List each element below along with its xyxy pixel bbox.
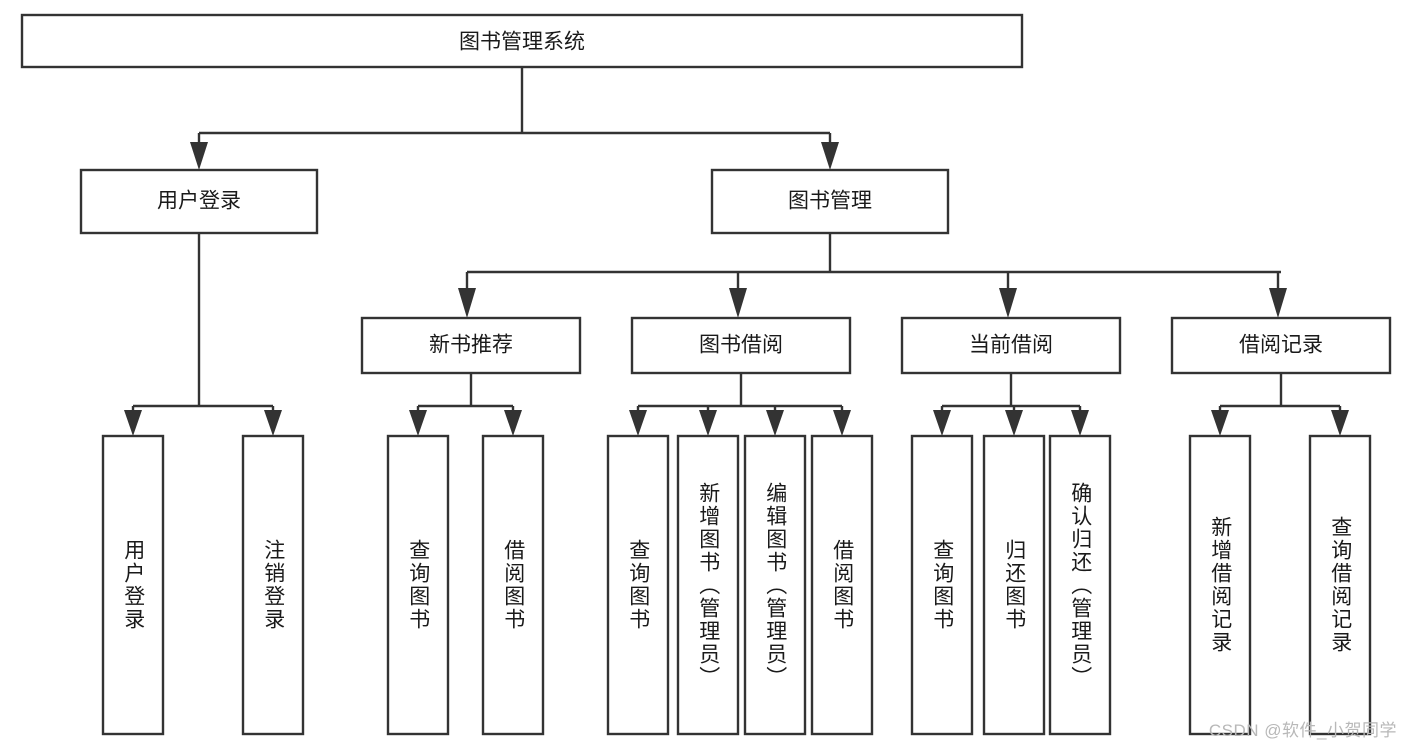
connector-group-current-borrow <box>933 373 1089 436</box>
node-new-book-recommend-box[interactable] <box>360 316 582 375</box>
connector-group-book-mgmt <box>458 233 1287 318</box>
leaf-box-borrow-book-1[interactable] <box>481 434 545 736</box>
node-borrow-record[interactable]: 借阅记录 <box>1170 316 1392 375</box>
leaf-box-query-book-2[interactable] <box>606 434 670 736</box>
node-new-book-recommend-label: 新书推荐 <box>429 334 513 357</box>
node-root-box[interactable] <box>20 13 1024 69</box>
arrow-head-new-book-rec <box>458 288 476 318</box>
node-book-management[interactable]: 图书管理 <box>710 168 950 235</box>
node-current-borrow[interactable]: 当前借阅 <box>900 316 1122 375</box>
arrow-head-user-login <box>190 142 208 170</box>
arrow-head-leaf-borrow-book-1 <box>504 410 522 436</box>
connector-group-new-book-rec <box>409 373 522 436</box>
node-user-login-label: 用户登录 <box>157 190 241 213</box>
arrow-head-book-borrow <box>729 288 747 318</box>
arrow-head-leaf-logout <box>264 410 282 436</box>
arrow-head-leaf-user-login <box>124 410 142 436</box>
arrow-head-current-borrow <box>999 288 1017 318</box>
connector-group-root <box>190 67 839 170</box>
arrow-head-leaf-add-book <box>699 410 717 436</box>
node-root-label: 图书管理系统 <box>459 31 585 54</box>
leaf-box-borrow-book-2[interactable] <box>810 434 874 736</box>
connector-group-user-login <box>124 233 282 436</box>
arrow-head-book-mgmt <box>821 142 839 170</box>
leaf-box-query-book-3[interactable] <box>910 434 974 736</box>
arrow-head-leaf-query-book-2 <box>629 410 647 436</box>
node-book-management-label: 图书管理 <box>788 190 872 213</box>
leaf-box-add-book[interactable] <box>676 434 740 736</box>
node-book-borrow-label: 图书借阅 <box>699 334 783 357</box>
arrow-head-borrow-record <box>1269 288 1287 318</box>
leaf-box-add-record[interactable] <box>1188 434 1252 736</box>
arrow-head-leaf-confirm-return <box>1071 410 1089 436</box>
arrow-head-leaf-borrow-book-2 <box>833 410 851 436</box>
node-user-login[interactable]: 用户登录 <box>79 168 319 235</box>
node-root[interactable]: 图书管理系统 <box>20 13 1024 69</box>
connector-group-borrow-record <box>1211 373 1349 436</box>
connector-group-book-borrow <box>629 373 851 436</box>
arrow-head-leaf-edit-book <box>766 410 784 436</box>
arrow-head-leaf-query-book-3 <box>933 410 951 436</box>
arrow-head-leaf-query-record <box>1331 410 1349 436</box>
node-borrow-record-box[interactable] <box>1170 316 1392 375</box>
node-current-borrow-label: 当前借阅 <box>969 334 1053 357</box>
watermark: CSDN @软件_小贺同学 <box>1208 721 1397 740</box>
leaf-box-confirm-return[interactable] <box>1048 434 1112 736</box>
node-new-book-recommend[interactable]: 新书推荐 <box>360 316 582 375</box>
leaf-box-group <box>101 434 1372 736</box>
node-book-management-box[interactable] <box>710 168 950 235</box>
node-book-borrow[interactable]: 图书借阅 <box>630 316 852 375</box>
arrow-head-leaf-return-book <box>1005 410 1023 436</box>
leaf-box-user-login[interactable] <box>101 434 165 736</box>
node-borrow-record-label: 借阅记录 <box>1239 334 1323 357</box>
leaf-box-query-record[interactable] <box>1308 434 1372 736</box>
node-current-borrow-box[interactable] <box>900 316 1122 375</box>
leaf-box-logout[interactable] <box>241 434 305 736</box>
arrow-head-leaf-add-record <box>1211 410 1229 436</box>
leaf-box-return-book[interactable] <box>982 434 1046 736</box>
leaf-box-query-book-1[interactable] <box>386 434 450 736</box>
node-book-borrow-box[interactable] <box>630 316 852 375</box>
node-user-login-box[interactable] <box>79 168 319 235</box>
arrow-head-leaf-query-book-1 <box>409 410 427 436</box>
leaf-box-edit-book[interactable] <box>743 434 807 736</box>
